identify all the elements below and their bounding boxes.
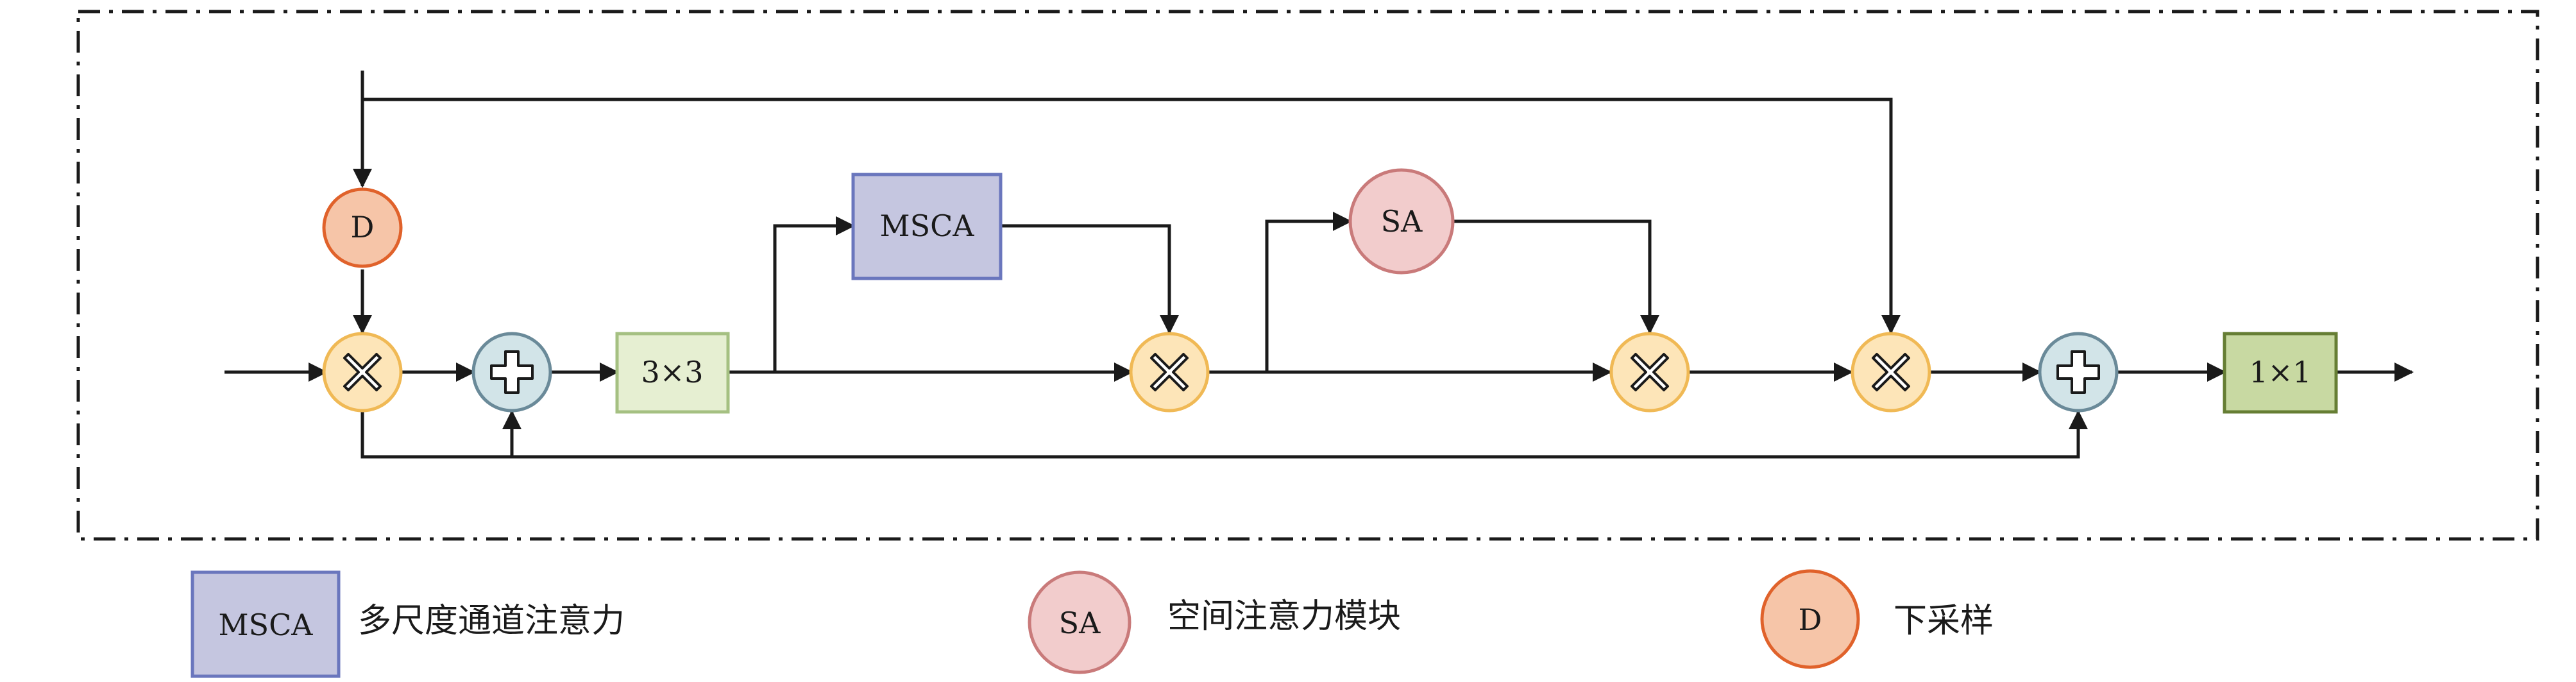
sa-node: SA xyxy=(1348,168,1455,275)
downsample-node: D xyxy=(322,187,403,268)
legend-sa-text: 空间注意力模块 xyxy=(1167,597,1401,636)
msca-label: MSCA xyxy=(879,209,974,243)
legend-downsample-symbol: D xyxy=(1799,602,1822,637)
multiply-node-1 xyxy=(322,332,403,413)
module-frame xyxy=(76,10,2539,541)
legend-item-downsample: D 下采样 xyxy=(1760,569,1994,669)
msca-block: MSCA xyxy=(851,173,1003,280)
msca-to-mult2 xyxy=(1001,224,1179,334)
legend-item-msca: MSCA 多尺度通道注意力 xyxy=(191,570,625,678)
multiply-node-2 xyxy=(1129,332,1210,413)
branch-to-msca xyxy=(773,216,855,372)
legend-msca-swatch xyxy=(191,570,341,678)
conv3x3-label: 3×3 xyxy=(641,355,703,389)
conv1x1-label: 1×1 xyxy=(2249,355,2311,389)
sa-label: SA xyxy=(1381,204,1423,239)
add-icon xyxy=(2056,350,2100,394)
multiply-icon xyxy=(1150,353,1189,391)
multiply-icon xyxy=(343,353,382,391)
skip-to-final-multiply xyxy=(362,98,1901,334)
multiply-node-4 xyxy=(1851,332,1931,413)
legend-sa-swatch xyxy=(1028,570,1131,674)
legend-downsample-text: 下采样 xyxy=(1894,602,1994,640)
conv1x1-block: 1×1 xyxy=(2223,332,2338,414)
sa-to-mult3 xyxy=(1453,219,1659,334)
multiply-icon xyxy=(1872,353,1910,391)
branch-to-sa xyxy=(1265,212,1352,372)
legend: MSCA 多尺度通道注意力 SA 空间注意力模块 D 下采样 xyxy=(191,569,1994,678)
residual-bottom-path xyxy=(360,410,2088,459)
legend-sa-symbol: SA xyxy=(1059,606,1101,640)
connectors xyxy=(225,71,2414,459)
legend-downsample-swatch xyxy=(1760,569,1860,669)
multiply-node-3 xyxy=(1609,332,1690,413)
add-node-2 xyxy=(2038,332,2119,413)
legend-item-sa: SA 空间注意力模块 xyxy=(1028,570,1401,674)
add-node-1 xyxy=(471,332,552,413)
downsample-label: D xyxy=(351,210,375,244)
legend-msca-symbol: MSCA xyxy=(218,608,313,642)
multiply-icon xyxy=(1631,353,1669,391)
legend-msca-text: 多尺度通道注意力 xyxy=(358,602,625,640)
add-icon xyxy=(490,350,534,394)
conv3x3-block: 3×3 xyxy=(615,332,730,414)
